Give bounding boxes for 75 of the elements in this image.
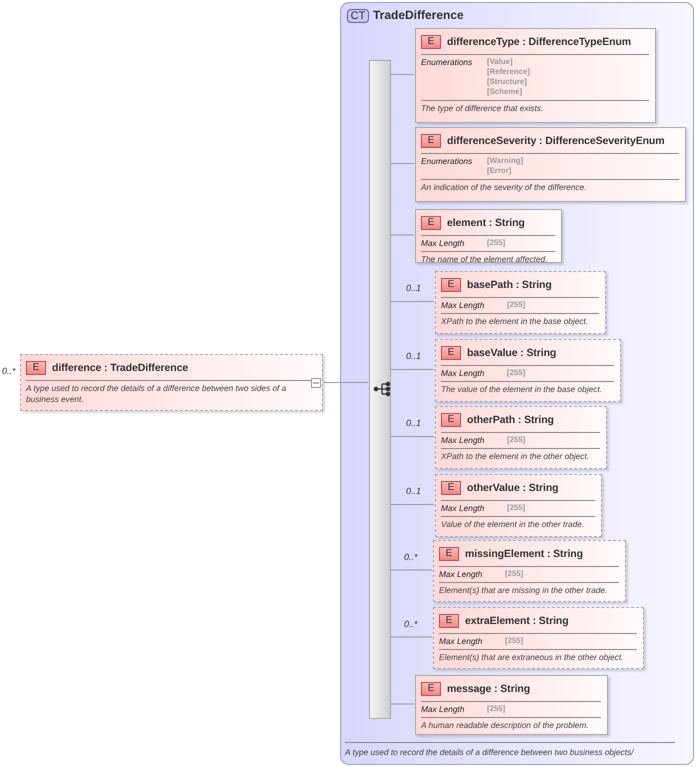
element-badge: E	[421, 134, 441, 148]
element-description: Element(s) that are missing in the other trade.	[439, 585, 608, 596]
connector-line	[390, 301, 434, 302]
type-badge: CT	[347, 9, 369, 23]
element-description: An indication of the severity of the difference.	[421, 182, 588, 193]
cardinality-label: 0..*	[2, 366, 16, 376]
element-badge: E	[439, 614, 459, 628]
element-title: differenceType : DifferenceTypeEnum	[447, 36, 631, 48]
type-title: TradeDifference	[373, 8, 464, 22]
element-box	[433, 607, 644, 669]
element-box	[435, 406, 607, 469]
element-badge: E	[26, 361, 46, 375]
element-badge: E	[421, 682, 441, 696]
facet-label: Max Length	[441, 435, 486, 445]
element-description: A type used to record the details of a difference between two sides of a business event.	[26, 383, 288, 405]
connector-line	[390, 74, 414, 75]
connector-line	[390, 234, 414, 236]
element-title: difference : TradeDifference	[52, 362, 188, 374]
element-box	[415, 127, 686, 202]
cardinality-label: 0..*	[404, 619, 418, 629]
element-description: XPath to the element in the other object.	[441, 451, 590, 462]
element-badge: E	[439, 547, 459, 561]
element-description: Element(s) that are extraneous in the other object.	[439, 652, 624, 663]
element-badge: E	[421, 35, 441, 49]
element-badge: E	[441, 346, 461, 360]
element-badge: E	[421, 216, 441, 230]
facet-label: Max Length	[421, 704, 466, 714]
facet-label: Max Length	[439, 569, 484, 579]
connector-line	[390, 369, 434, 370]
facet-label: Max Length	[439, 636, 484, 646]
cardinality-label: 0..1	[406, 283, 422, 293]
element-title: otherPath : String	[467, 414, 554, 426]
connector-line	[322, 382, 368, 383]
element-description: The value of the element in the base object.	[441, 384, 603, 395]
element-badge: E	[441, 278, 461, 292]
connector-line	[390, 636, 432, 638]
type-description: A type used to record the details of a difference between two business objects/	[345, 747, 634, 758]
element-badge: E	[441, 413, 461, 427]
element-box	[435, 474, 602, 537]
element-description: The type of difference that exists.	[421, 103, 544, 114]
sequence-bar	[369, 60, 391, 719]
complex-type-container	[340, 2, 694, 765]
element-box	[415, 675, 608, 735]
element-box	[435, 271, 606, 334]
facet-label: Max Length	[441, 368, 486, 378]
element-title: element : String	[447, 217, 525, 229]
element-title: message : String	[447, 683, 530, 695]
element-box	[20, 354, 323, 411]
element-box	[415, 209, 562, 263]
connector-line	[390, 504, 434, 505]
element-title: missingElement : String	[465, 548, 583, 560]
element-box	[435, 339, 621, 402]
element-box	[433, 540, 626, 602]
element-badge: E	[441, 481, 461, 495]
element-title: basePath : String	[467, 279, 552, 291]
facet-label: Enumerations	[421, 156, 474, 168]
element-box	[415, 28, 656, 123]
cardinality-label: 0..1	[406, 351, 422, 361]
cardinality-label: 0..1	[406, 418, 422, 428]
element-title: baseValue : String	[467, 347, 556, 359]
cardinality-label: 0..1	[406, 486, 422, 496]
facet-label: Enumerations	[421, 57, 474, 69]
connector-line	[390, 436, 434, 437]
connector-line	[390, 163, 414, 164]
element-description: A human readable description of the problem.	[421, 720, 590, 731]
facet-label: Max Length	[441, 503, 486, 513]
element-title: extraElement : String	[465, 615, 569, 627]
facet-label: Max Length	[421, 238, 466, 248]
cardinality-label: 0..*	[404, 552, 418, 562]
element-description: Value of the element in the other trade.	[441, 519, 586, 530]
element-title: differenceSeverity : DifferenceSeverityEnum	[447, 135, 664, 147]
element-title: otherValue : String	[467, 482, 558, 494]
element-description: The name of the element affected.	[421, 254, 548, 265]
element-description: XPath to the element in the base object.	[441, 316, 590, 327]
facet-label: Max Length	[441, 300, 486, 310]
